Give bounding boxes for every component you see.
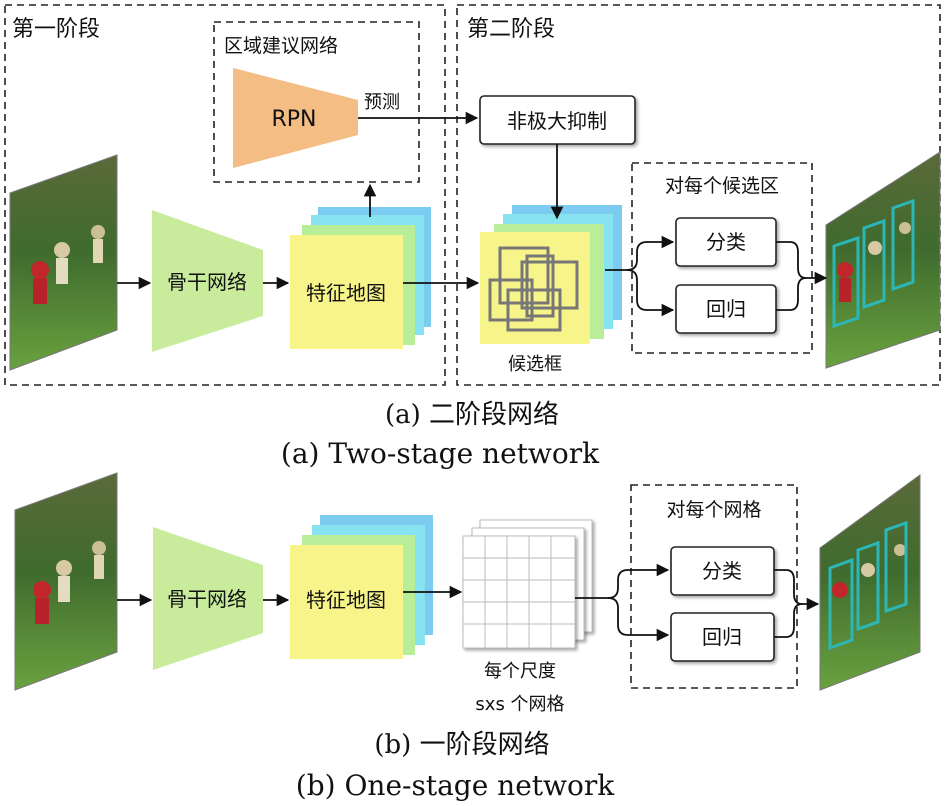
grid-stack (462, 519, 593, 649)
caption-en-b: (b) One-stage network (296, 769, 615, 802)
output-image-b (819, 474, 921, 691)
stage-one-region (4, 4, 446, 386)
classify-box-b (670, 546, 775, 596)
proposal-feature-stack (480, 205, 622, 344)
feature-map-label-b: 特征地图 (306, 588, 386, 612)
per-grid-region (630, 484, 798, 689)
feature-map-label-a: 特征地图 (306, 281, 386, 305)
regress-label-a: 回归 (706, 297, 746, 321)
per-proposal-label: 对每个候选区 (665, 175, 779, 197)
rpn-label: RPN (271, 107, 316, 132)
backbone-trapezoid-b (153, 527, 263, 670)
rpn-group-label: 区域建议网络 (224, 35, 338, 57)
backbone-trapezoid-a (152, 210, 263, 352)
regress-label-b: 回归 (702, 625, 742, 649)
stage-two-label: 第二阶段 (467, 17, 555, 42)
backbone-label-b: 骨干网络 (167, 587, 247, 611)
classify-label-b: 分类 (702, 559, 742, 583)
predict-label: 预测 (364, 92, 400, 113)
caption-cn-b: (b) 一阶段网络 (374, 730, 549, 760)
classify-label-a: 分类 (706, 230, 746, 254)
rpn-group-region (213, 21, 420, 183)
nms-label: 非极大抑制 (507, 109, 607, 133)
caption-en-a: (a) Two-stage network (281, 437, 600, 470)
feature-map-stack-a (290, 207, 431, 349)
proposals-label: 候选框 (508, 354, 562, 375)
input-image-b (14, 472, 118, 691)
rpn-trapezoid (233, 68, 358, 168)
per-grid-label: 对每个网格 (666, 499, 761, 521)
output-image-a (825, 151, 941, 369)
regress-box-a (675, 284, 777, 334)
stage-one-label: 第一阶段 (12, 17, 100, 42)
input-image-a (9, 154, 118, 371)
grid-label-line1: 每个尺度 (484, 661, 556, 682)
caption-cn-a: (a) 二阶段网络 (385, 400, 559, 430)
per-proposal-region (631, 162, 813, 354)
backbone-label-a: 骨干网络 (167, 270, 247, 294)
grid-label-line2: sxs 个网格 (475, 694, 564, 715)
feature-map-stack-b (290, 515, 433, 659)
